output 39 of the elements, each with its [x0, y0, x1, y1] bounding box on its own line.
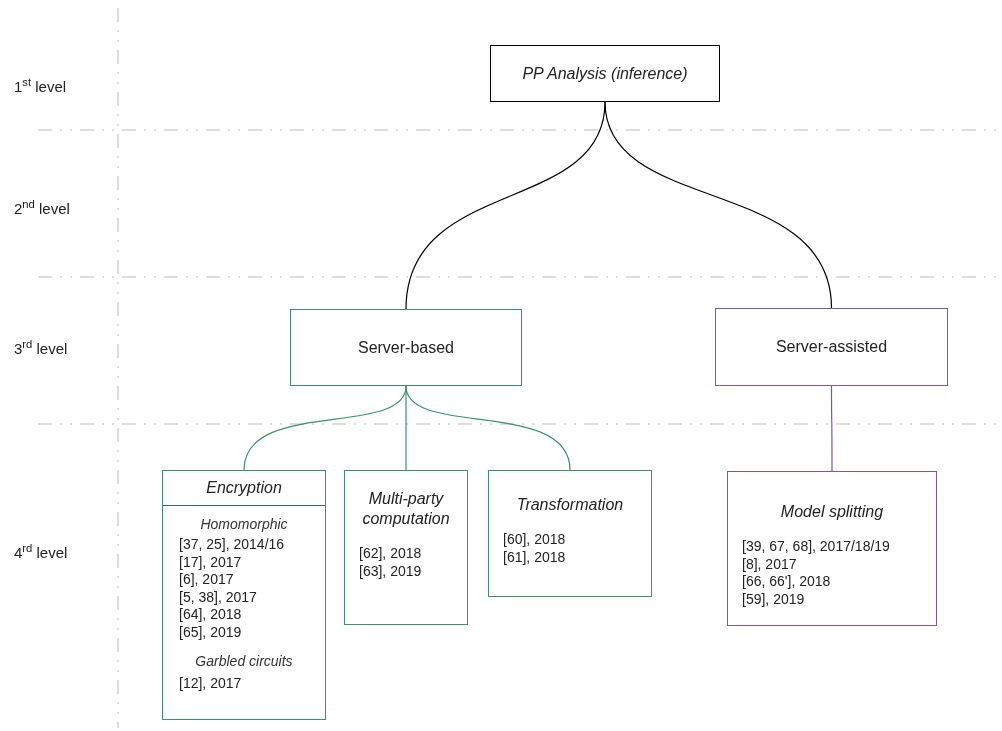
citation: [12], 2017	[179, 675, 243, 693]
citation: [66, 66'], 2018	[742, 573, 832, 591]
citation: [62], 2018	[359, 545, 423, 563]
node-label: Server-assisted	[775, 337, 888, 357]
connector	[405, 385, 407, 471]
citation: [5, 38], 2017	[179, 588, 258, 606]
citation: [6], 2017	[179, 571, 235, 589]
citation: [61], 2018	[503, 548, 567, 566]
citation: [8], 2017	[742, 555, 798, 573]
category-box	[162, 470, 326, 720]
citation: [59], 2019	[742, 590, 806, 608]
connector	[830, 385, 833, 472]
node-label: Server-based	[357, 337, 454, 358]
citation: [63], 2019	[359, 562, 423, 580]
connector	[604, 101, 833, 309]
citation: [37, 25], 2014/16	[179, 536, 286, 554]
subheading: Garbled circuits	[194, 652, 294, 671]
level-label: 3$^{rd}$ level	[14, 338, 68, 359]
node-heading: Multi-party computation	[361, 489, 451, 529]
citation: [17], 2017	[179, 553, 243, 571]
citation: [64], 2018	[179, 606, 243, 624]
subheading: Homomorphic	[199, 515, 289, 534]
citation: [39, 67, 68], 2017/18/19	[742, 538, 891, 556]
connector	[405, 385, 571, 471]
category-box	[290, 309, 522, 386]
node-heading: Transformation	[515, 495, 625, 515]
category-box	[344, 470, 468, 625]
citation: [65], 2019	[179, 623, 243, 641]
node-label: PP Analysis (inference)	[522, 63, 688, 84]
citation: [60], 2018	[503, 531, 567, 549]
node-heading: Model splitting	[779, 502, 885, 522]
level-label: 2$^{nd}$ level	[14, 198, 70, 219]
level-label: 4$^{rd}$ level	[14, 542, 68, 563]
level-label: 1$^{st}$ level	[14, 76, 67, 97]
category-box	[490, 45, 720, 102]
category-box	[488, 470, 652, 597]
header-cell: Encryption	[163, 471, 325, 506]
category-box	[727, 471, 937, 626]
category-box	[715, 308, 948, 386]
